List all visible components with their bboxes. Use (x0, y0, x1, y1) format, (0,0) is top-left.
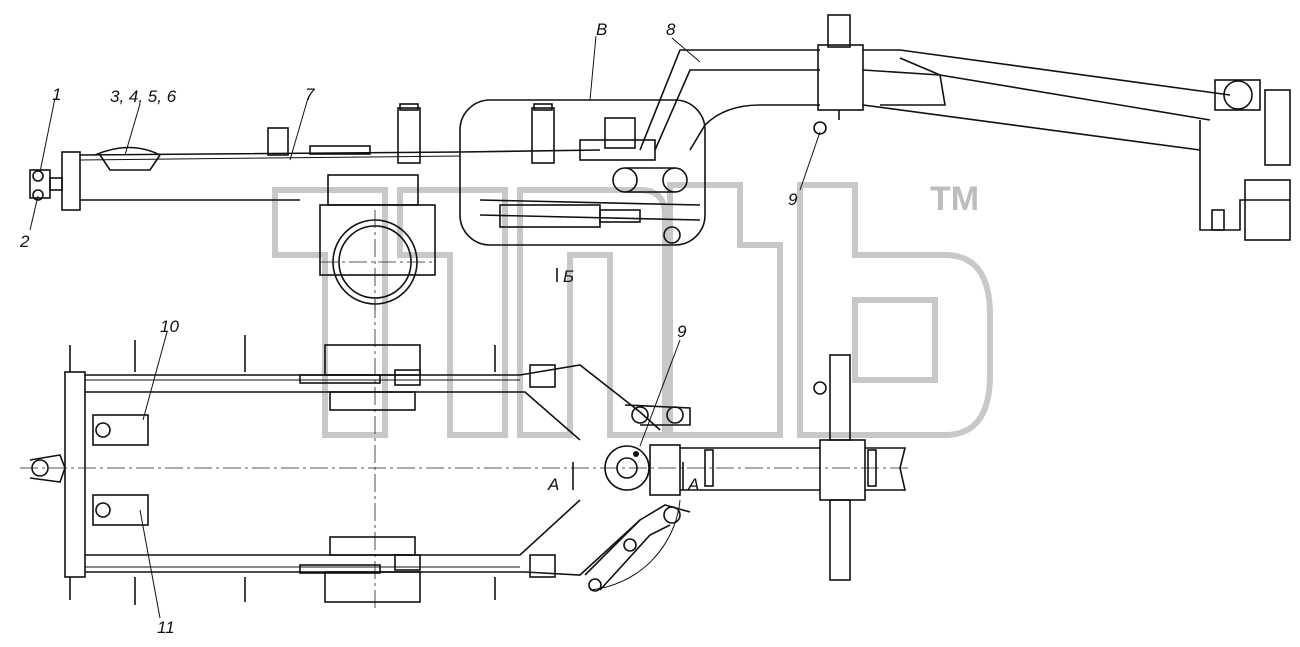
callout-1: 1 (52, 85, 61, 104)
callout-3-4-5-6: 3, 4, 5, 6 (110, 87, 177, 106)
view-v-label: В (596, 20, 607, 39)
side-view (29, 14, 1291, 310)
callout-11: 11 (157, 618, 175, 637)
watermark-logo: TM (272, 180, 993, 438)
callout-7: 7 (305, 85, 315, 104)
trademark-label: TM (930, 180, 979, 218)
callout-8: 8 (666, 20, 676, 39)
callout-10: 10 (160, 317, 179, 336)
callout-9-bottom: 9 (677, 322, 687, 341)
callout-labels: 1 2 3, 4, 5, 6 7 В 8 9 Б 10 9 А А 11 (19, 20, 798, 637)
leader-lines (29, 35, 821, 619)
section-a-right: А (687, 475, 699, 494)
plan-view (20, 300, 910, 610)
callout-2: 2 (19, 232, 30, 251)
view-b-label: Б (563, 267, 574, 286)
section-a-left: А (547, 475, 559, 494)
callout-9-top: 9 (788, 190, 798, 209)
